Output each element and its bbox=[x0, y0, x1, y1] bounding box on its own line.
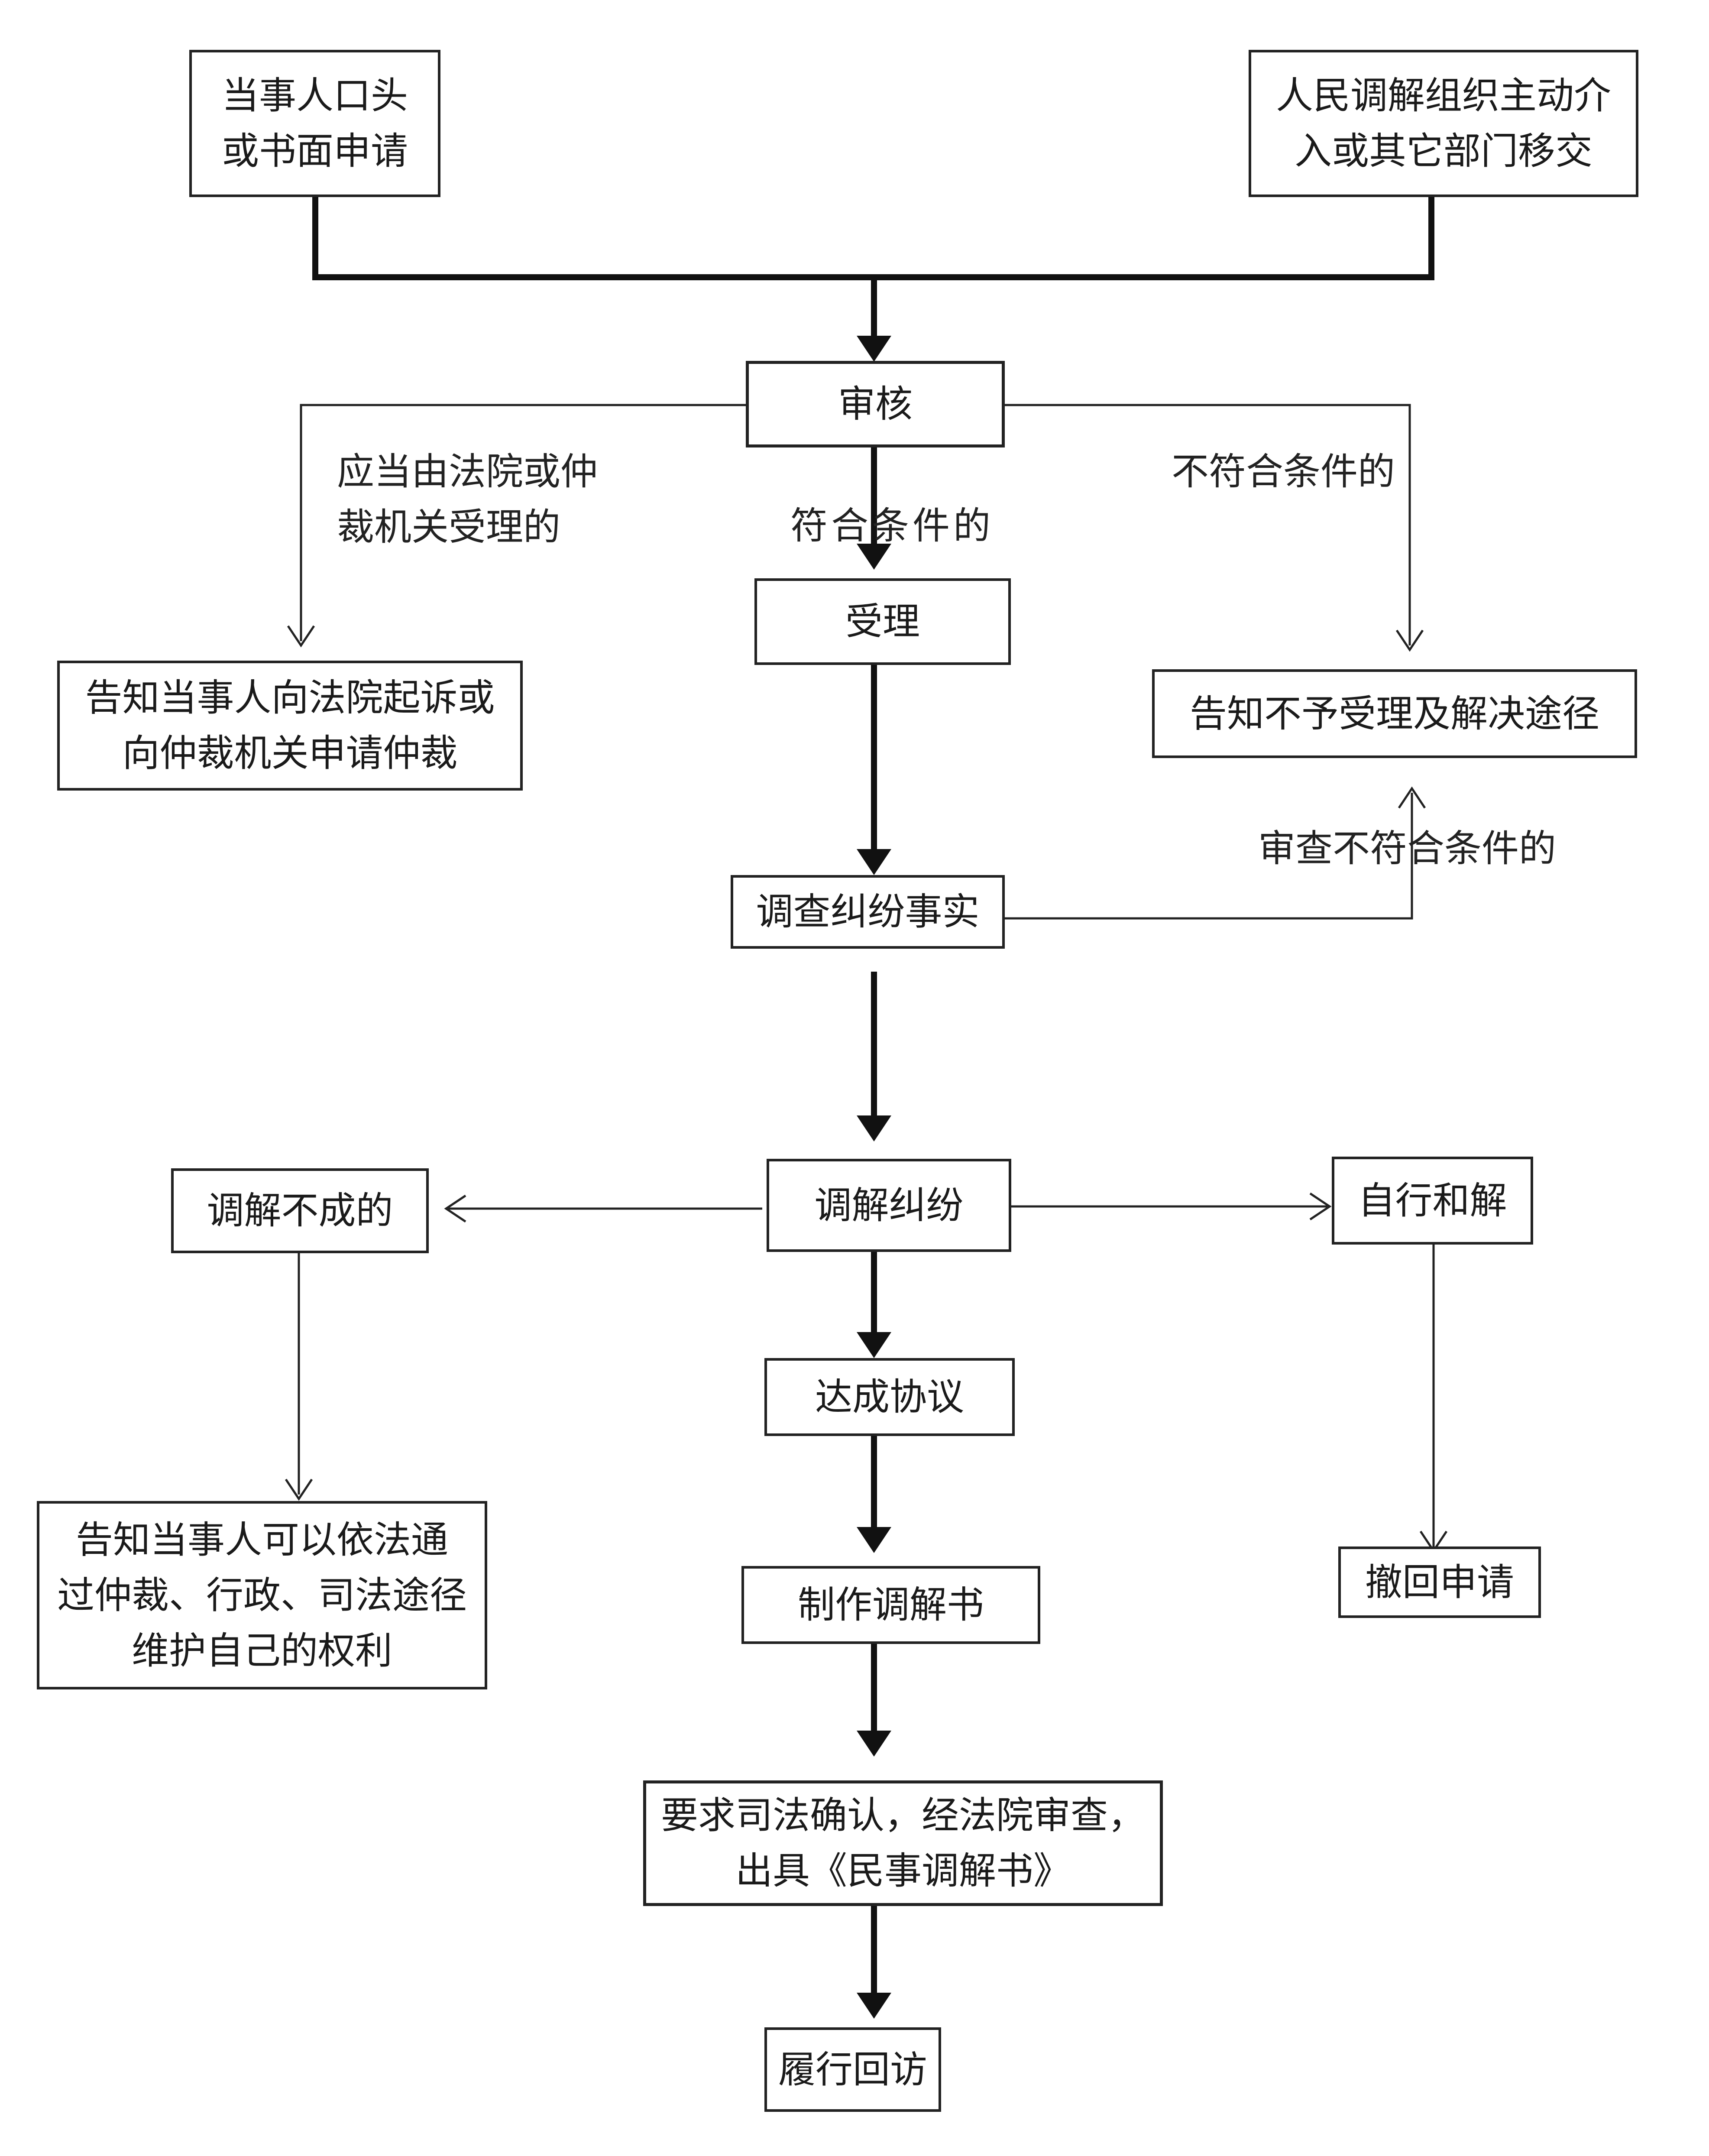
node-notify-rights-line2: 过仲裁、行政、司法途径 bbox=[57, 1573, 467, 1617]
arrowhead-open bbox=[1309, 1192, 1332, 1221]
arrowhead bbox=[857, 336, 891, 362]
node-failed: 调解不成的 bbox=[171, 1168, 429, 1253]
node-notify-court: 告知当事人向法院起诉或 向仲裁机关申请仲裁 bbox=[57, 661, 523, 791]
label-court-cases: 应当由法院或仲 裁机关受理的 bbox=[337, 444, 598, 555]
node-review-label: 审核 bbox=[838, 383, 913, 426]
node-failed-label: 调解不成的 bbox=[207, 1189, 393, 1232]
node-notify-rights-line3: 维护自己的权利 bbox=[132, 1629, 392, 1673]
label-court-cases-line2: 裁机关受理的 bbox=[337, 506, 560, 549]
arrowhead bbox=[857, 1115, 891, 1141]
node-notify-rights: 告知当事人可以依法通 过仲裁、行政、司法途径 维护自己的权利 bbox=[37, 1501, 487, 1689]
node-notify-reject: 告知不予受理及解决途径 bbox=[1152, 669, 1637, 758]
node-draft: 制作调解书 bbox=[741, 1566, 1040, 1644]
node-agreement: 达成协议 bbox=[764, 1358, 1015, 1436]
node-withdraw-label: 撤回申请 bbox=[1365, 1560, 1514, 1604]
node-initiative-line1: 人民调解组织主动介 bbox=[1276, 74, 1611, 117]
node-accept: 受理 bbox=[754, 578, 1011, 665]
connector-apply bbox=[312, 194, 1434, 280]
node-apply-line2: 或书面申请 bbox=[222, 130, 408, 173]
node-judicial: 要求司法确认，经法院审查， 出具《民事调解书》 bbox=[643, 1780, 1163, 1906]
connector-review-left bbox=[300, 404, 746, 641]
node-review: 审核 bbox=[746, 361, 1005, 447]
node-followup: 履行回访 bbox=[764, 2027, 941, 2112]
arrowhead-open bbox=[287, 625, 315, 648]
node-notify-reject-label: 告知不予受理及解决途径 bbox=[1190, 692, 1599, 736]
node-initiative-line2: 入或其它部门移交 bbox=[1295, 130, 1592, 173]
node-initiative: 人民调解组织主动介 入或其它部门移交 bbox=[1249, 50, 1638, 197]
node-judicial-line1: 要求司法确认，经法院审查， bbox=[661, 1794, 1145, 1837]
node-accept-label: 受理 bbox=[845, 600, 920, 643]
arrowhead-open bbox=[285, 1478, 313, 1501]
node-mediate-label: 调解纠纷 bbox=[814, 1183, 964, 1227]
node-draft-label: 制作调解书 bbox=[798, 1583, 984, 1627]
label-meets: 符合条件的 bbox=[790, 504, 994, 548]
label-investigate-not-meet: 审查不符合条件的 bbox=[1258, 827, 1556, 870]
arrowhead bbox=[857, 1993, 891, 2019]
arrowhead bbox=[857, 1332, 891, 1358]
arrowhead bbox=[857, 1731, 891, 1757]
node-self-settle-label: 自行和解 bbox=[1358, 1179, 1507, 1222]
node-notify-court-line1: 告知当事人向法院起诉或 bbox=[85, 676, 495, 720]
node-notify-court-line2: 向仲裁机关申请仲裁 bbox=[122, 732, 458, 775]
node-investigate-label: 调查纠纷事实 bbox=[756, 890, 980, 934]
node-investigate: 调查纠纷事实 bbox=[731, 875, 1005, 949]
connector-investigate-reject bbox=[1005, 793, 1413, 920]
arrowhead bbox=[857, 1527, 891, 1553]
arrowhead-open bbox=[1398, 786, 1426, 809]
node-mediate: 调解纠纷 bbox=[767, 1159, 1011, 1252]
node-judicial-line2: 出具《民事调解书》 bbox=[735, 1849, 1071, 1893]
node-followup-label: 履行回访 bbox=[778, 2048, 927, 2091]
node-agreement-label: 达成协议 bbox=[815, 1375, 964, 1419]
node-withdraw: 撤回申请 bbox=[1338, 1546, 1541, 1618]
node-apply: 当事人口头 或书面申请 bbox=[189, 50, 440, 197]
arrowhead bbox=[857, 544, 891, 570]
label-court-cases-line1: 应当由法院或仲 bbox=[337, 450, 598, 493]
node-apply-line1: 当事人口头 bbox=[222, 74, 408, 117]
connector-review-right bbox=[1005, 404, 1411, 645]
arrowhead bbox=[857, 849, 891, 875]
node-notify-rights-line1: 告知当事人可以依法通 bbox=[76, 1518, 448, 1562]
arrowhead-open bbox=[1395, 629, 1424, 652]
label-not-meet: 不符合条件的 bbox=[1172, 450, 1395, 493]
arrowhead-open bbox=[444, 1194, 466, 1223]
node-self-settle: 自行和解 bbox=[1332, 1157, 1533, 1245]
